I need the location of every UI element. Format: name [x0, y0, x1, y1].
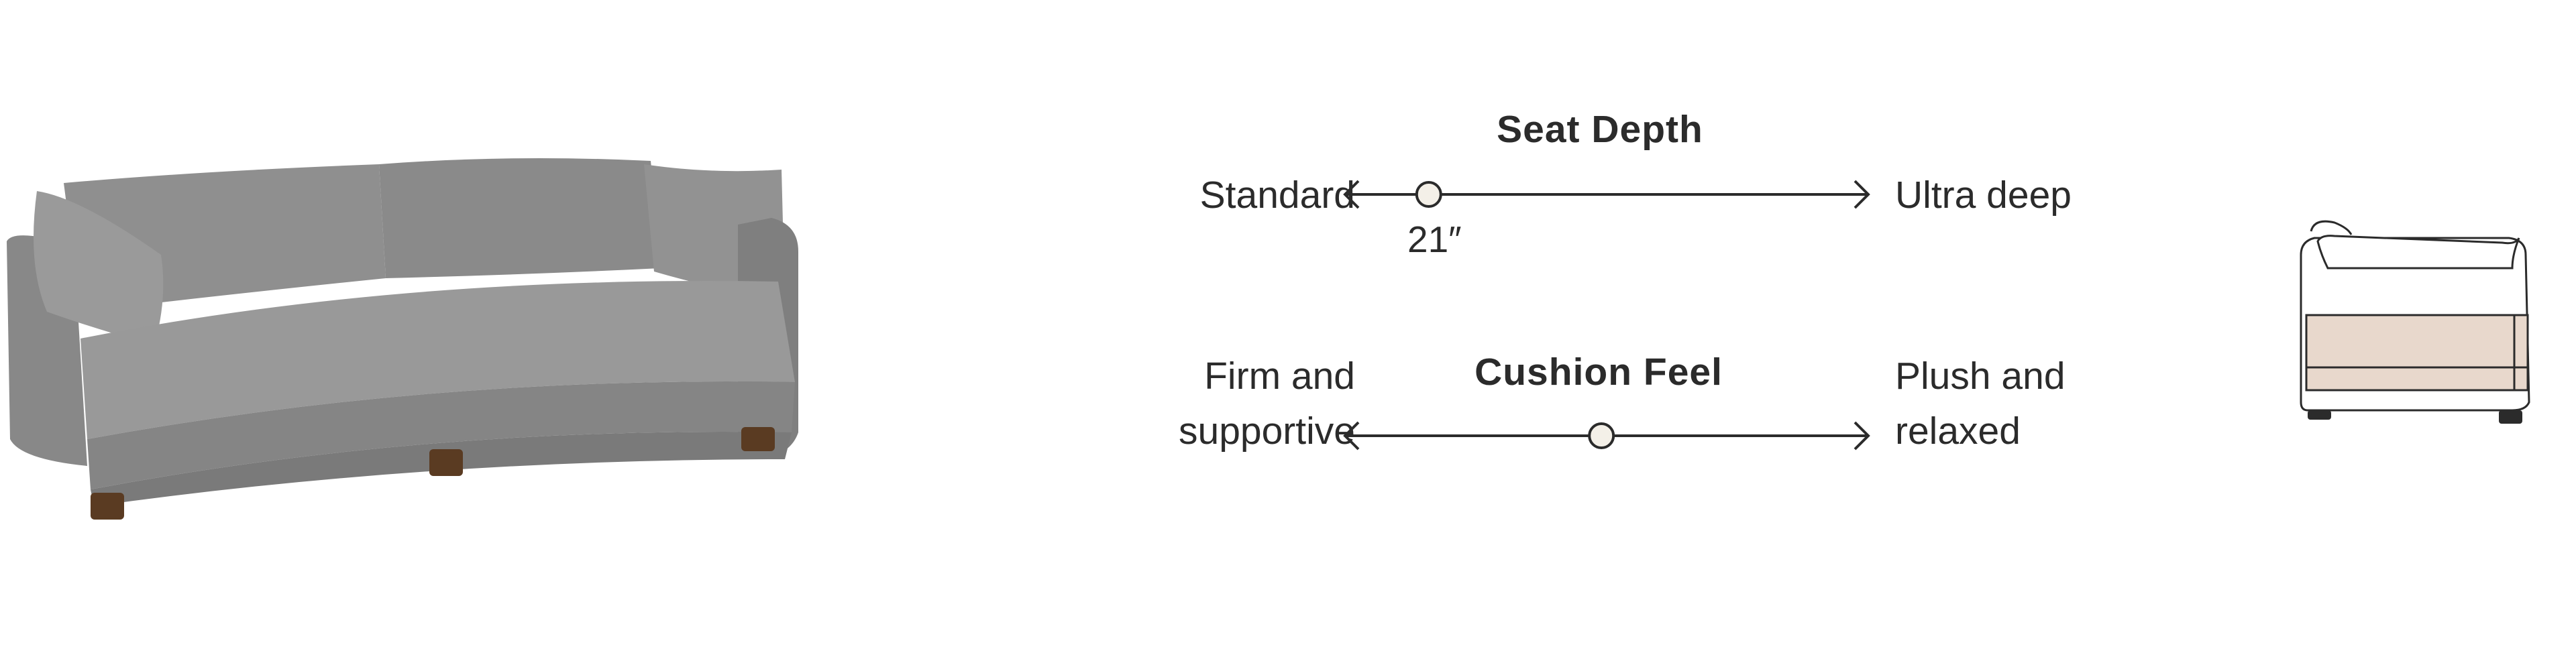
seat-depth-slider [1343, 180, 1870, 209]
cushion-feel-spec: Cushion Feel Firm and supportive Plush a… [1073, 0, 2147, 657]
cushion-feel-right-line-1: Plush and [1895, 355, 2065, 398]
seat-depth-knob [1415, 181, 1442, 208]
seat-depth-value: 21″ [1407, 219, 1462, 260]
cushion-feel-knob [1588, 422, 1615, 449]
cushion-feel-left-line-1: Firm and [1204, 355, 1355, 398]
sofa-product-image [7, 158, 798, 520]
cushion-feel-left-label: Firm and supportive [1073, 349, 1355, 459]
seat-depth-title: Seat Depth [1497, 108, 1703, 151]
cushion-feel-right-line-2: relaxed [1895, 410, 2021, 453]
seat-depth-left-label: Standard [1199, 174, 1355, 217]
seat-depth-spec: Seat Depth Standard Ultra deep 21″ [1073, 0, 2147, 657]
cushion-feel-right-label: Plush and relaxed [1895, 349, 2177, 459]
cushion-feel-left-line-2: supportive [1179, 410, 1355, 453]
cushion-feel-title: Cushion Feel [1474, 351, 1723, 394]
cushion-feel-slider [1343, 421, 1870, 451]
seat-depth-right-label: Ultra deep [1895, 174, 2072, 217]
sofa-seat-depth-icon [2300, 220, 2530, 424]
